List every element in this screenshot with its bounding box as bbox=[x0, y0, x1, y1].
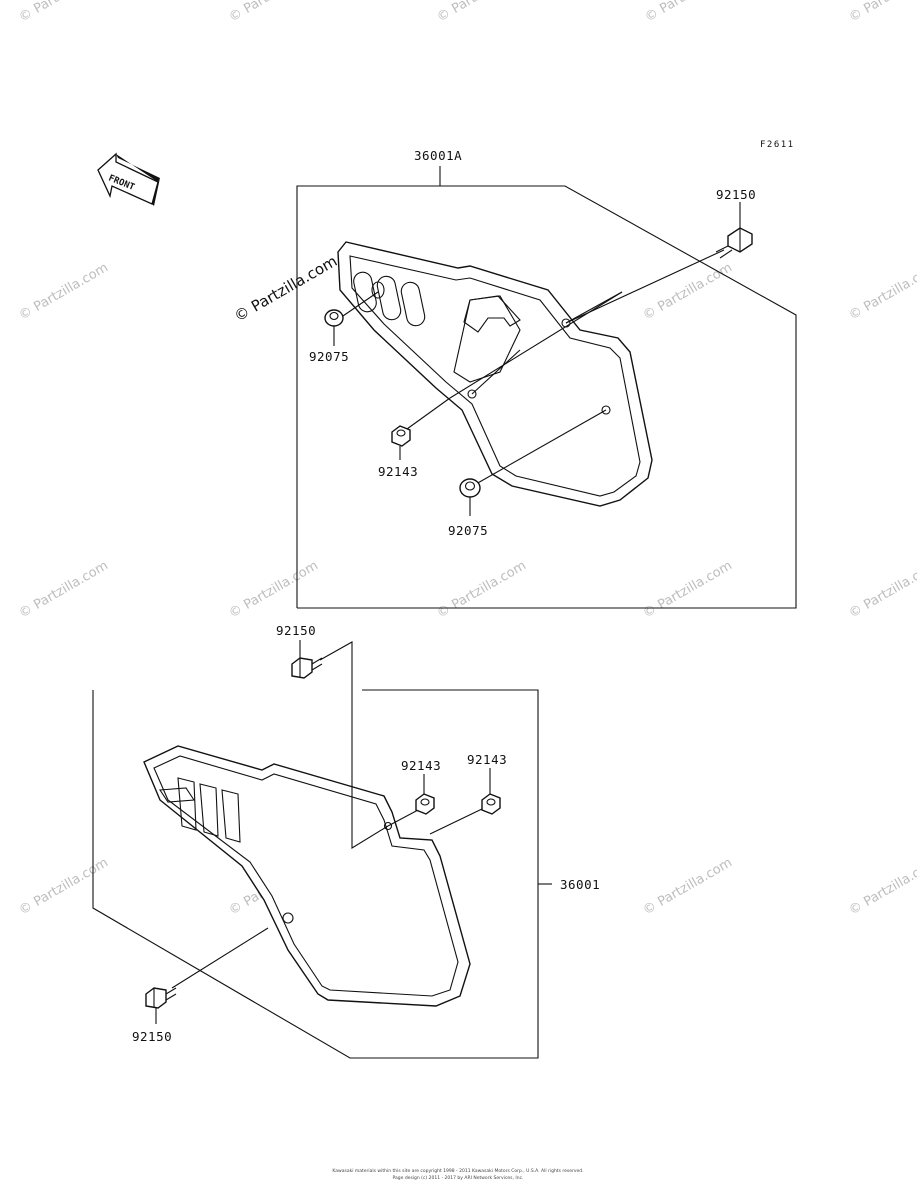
part-label-92075-lower: 92075 bbox=[448, 523, 488, 538]
watermark: © Partzilla.com bbox=[17, 260, 111, 323]
watermark: © Partzilla.com bbox=[641, 260, 735, 323]
watermark: © Partzilla.com bbox=[847, 558, 917, 621]
footer: Kawasaki materials within this site are … bbox=[332, 1168, 583, 1181]
watermark: © Partzilla.com bbox=[227, 0, 321, 25]
watermark: © Partzilla.com bbox=[17, 0, 111, 25]
bolt-icon bbox=[145, 987, 177, 1009]
figure-ref: F2611 bbox=[760, 140, 795, 150]
collar-icon bbox=[391, 425, 411, 447]
front-arrow-icon: FRONT bbox=[97, 152, 160, 206]
watermark: © Partzilla.com bbox=[231, 252, 340, 325]
side-cover-36001 bbox=[143, 745, 471, 1007]
watermark: © Partzilla.com bbox=[641, 855, 735, 918]
part-label-92150-upper: 92150 bbox=[716, 187, 756, 202]
upper-assembly: 36001A bbox=[231, 148, 797, 609]
side-cover-36001a bbox=[337, 241, 653, 507]
lower-assembly: 36001 92150 bbox=[92, 623, 600, 1059]
watermark: © Partzilla.com bbox=[641, 558, 735, 621]
watermark: © Partzilla.com bbox=[435, 0, 529, 25]
bolt-icon bbox=[291, 657, 323, 679]
assembly-bracket bbox=[92, 689, 539, 1059]
watermark: © Partzilla.com bbox=[847, 855, 917, 918]
watermark: © Partzilla.com bbox=[435, 558, 529, 621]
part-label-92143-right: 92143 bbox=[467, 752, 507, 767]
grommet-icon bbox=[324, 309, 344, 327]
assembly-bracket bbox=[296, 185, 797, 609]
part-label-92150-top: 92150 bbox=[276, 623, 316, 638]
watermark: © Partzilla.com bbox=[227, 558, 321, 621]
part-label-36001: 36001 bbox=[560, 877, 600, 892]
part-label-92075-upper: 92075 bbox=[309, 349, 349, 364]
watermark: © Partzilla.com bbox=[847, 260, 917, 323]
collar-icon bbox=[481, 793, 501, 815]
part-label-92150-bottom: 92150 bbox=[132, 1029, 172, 1044]
design-credit-line: Page design (c) 2011 - 2017 by ARI Netwo… bbox=[393, 1175, 524, 1181]
watermark: © Partzilla.com bbox=[17, 558, 111, 621]
part-label-36001a: 36001A bbox=[414, 148, 462, 163]
part-label-92143-upper: 92143 bbox=[378, 464, 418, 479]
copyright-line: Kawasaki materials within this site are … bbox=[332, 1168, 583, 1174]
watermark: © Partzilla.com bbox=[847, 0, 917, 25]
bolt-icon bbox=[715, 227, 753, 259]
part-label-92143-left: 92143 bbox=[401, 758, 441, 773]
watermark: © Partzilla.com bbox=[643, 0, 737, 25]
collar-icon bbox=[415, 793, 435, 815]
watermark: © Partzilla.com bbox=[17, 855, 111, 918]
grommet-icon bbox=[459, 478, 481, 498]
